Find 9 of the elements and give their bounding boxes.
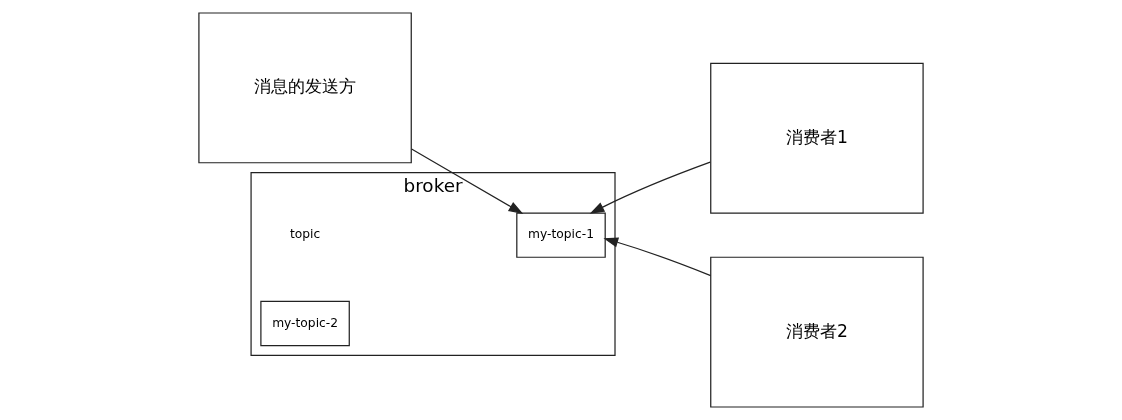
label: topic: [289, 227, 321, 242]
arrow: [411, 148, 524, 214]
node-box: 消费者2: [710, 256, 924, 408]
node-box: my-topic-1: [516, 212, 606, 258]
node-box: 消息的发送方: [198, 12, 412, 164]
node-box: 消费者1: [710, 62, 924, 214]
node-box: my-topic-2: [260, 300, 350, 347]
arrow: [589, 161, 711, 214]
arrow: [603, 237, 712, 277]
